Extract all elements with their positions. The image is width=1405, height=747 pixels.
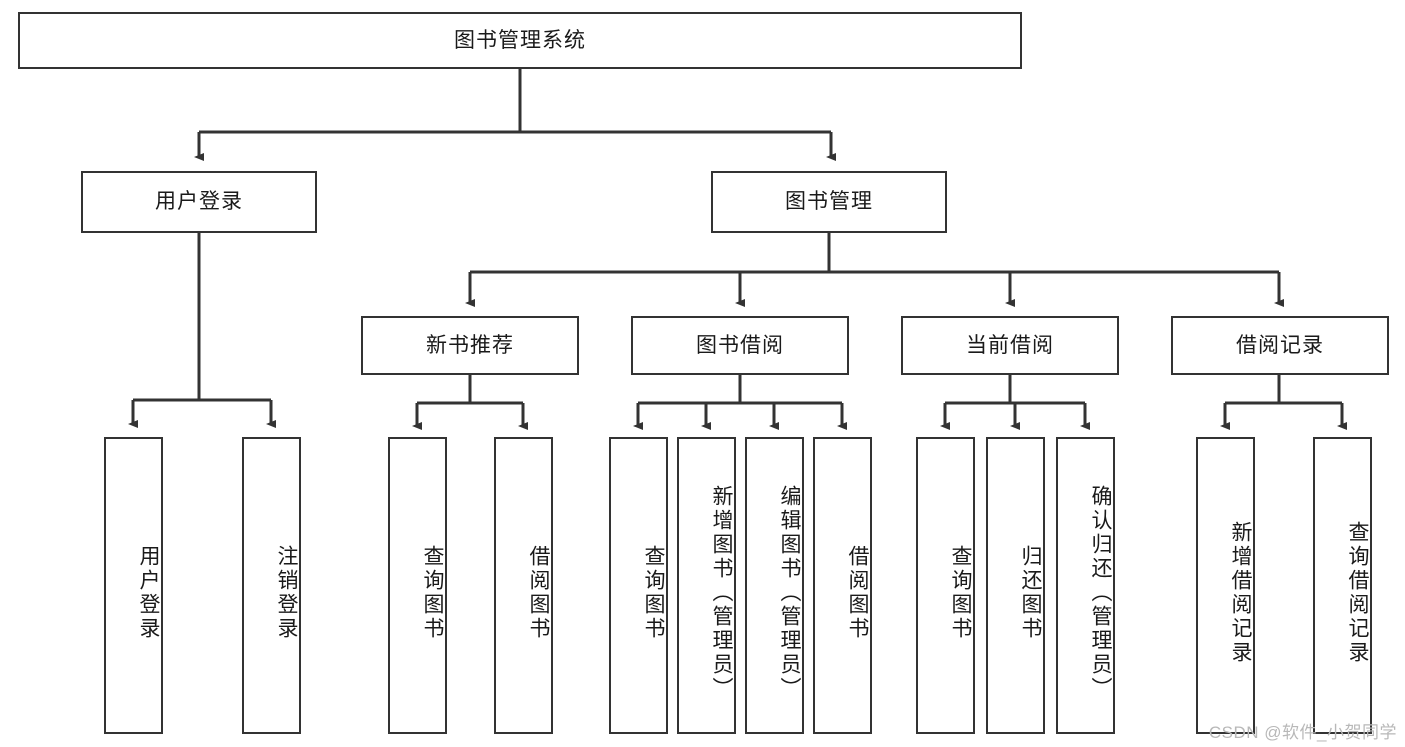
leaf-query-book-1-label: 查询图书 bbox=[421, 544, 444, 641]
node-new-book-recommend-label: 新书推荐 bbox=[426, 333, 514, 357]
leaf-query-book-1[interactable]: 查询图书 bbox=[388, 437, 447, 734]
leaf-return-book-label: 归还图书 bbox=[1019, 544, 1042, 641]
leaf-confirm-return-label: 确认归还（管理员） bbox=[1089, 484, 1112, 701]
node-book-management-label: 图书管理 bbox=[785, 190, 873, 214]
leaf-query-book-2-label: 查询图书 bbox=[642, 544, 665, 641]
leaf-logout-label: 注销登录 bbox=[275, 544, 298, 641]
node-root[interactable]: 图书管理系统 bbox=[18, 12, 1022, 69]
leaf-logout[interactable]: 注销登录 bbox=[242, 437, 301, 734]
node-user-login-label: 用户登录 bbox=[155, 190, 243, 214]
leaf-add-record[interactable]: 新增借阅记录 bbox=[1196, 437, 1255, 734]
leaf-query-book-3-label: 查询图书 bbox=[949, 544, 972, 641]
leaf-query-book-2[interactable]: 查询图书 bbox=[609, 437, 668, 734]
watermark-text: CSDN @软件_小贺同学 bbox=[1208, 723, 1397, 742]
leaf-confirm-return[interactable]: 确认归还（管理员） bbox=[1056, 437, 1115, 734]
leaf-return-book[interactable]: 归还图书 bbox=[986, 437, 1045, 734]
leaf-add-book-label: 新增图书（管理员） bbox=[710, 484, 733, 701]
node-book-borrow[interactable]: 图书借阅 bbox=[631, 316, 849, 375]
leaf-borrow-book-2-label: 借阅图书 bbox=[846, 544, 869, 641]
leaf-user-login[interactable]: 用户登录 bbox=[104, 437, 163, 734]
node-current-borrow-label: 当前借阅 bbox=[966, 333, 1054, 357]
node-book-borrow-label: 图书借阅 bbox=[696, 333, 784, 357]
node-root-label: 图书管理系统 bbox=[454, 28, 586, 52]
node-borrow-records-label: 借阅记录 bbox=[1236, 333, 1324, 357]
leaf-edit-book-label: 编辑图书（管理员） bbox=[778, 484, 801, 701]
leaf-query-record[interactable]: 查询借阅记录 bbox=[1313, 437, 1372, 734]
leaf-query-book-3[interactable]: 查询图书 bbox=[916, 437, 975, 734]
node-book-management[interactable]: 图书管理 bbox=[711, 171, 947, 233]
node-user-login[interactable]: 用户登录 bbox=[81, 171, 317, 233]
leaf-borrow-book-1-label: 借阅图书 bbox=[527, 544, 550, 641]
leaf-add-book[interactable]: 新增图书（管理员） bbox=[677, 437, 736, 734]
leaf-add-record-label: 新增借阅记录 bbox=[1229, 520, 1252, 665]
leaf-borrow-book-1[interactable]: 借阅图书 bbox=[494, 437, 553, 734]
node-current-borrow[interactable]: 当前借阅 bbox=[901, 316, 1119, 375]
leaf-borrow-book-2[interactable]: 借阅图书 bbox=[813, 437, 872, 734]
leaf-user-login-label: 用户登录 bbox=[137, 544, 160, 641]
leaf-edit-book[interactable]: 编辑图书（管理员） bbox=[745, 437, 804, 734]
node-borrow-records[interactable]: 借阅记录 bbox=[1171, 316, 1389, 375]
leaf-query-record-label: 查询借阅记录 bbox=[1346, 520, 1369, 665]
node-new-book-recommend[interactable]: 新书推荐 bbox=[361, 316, 579, 375]
